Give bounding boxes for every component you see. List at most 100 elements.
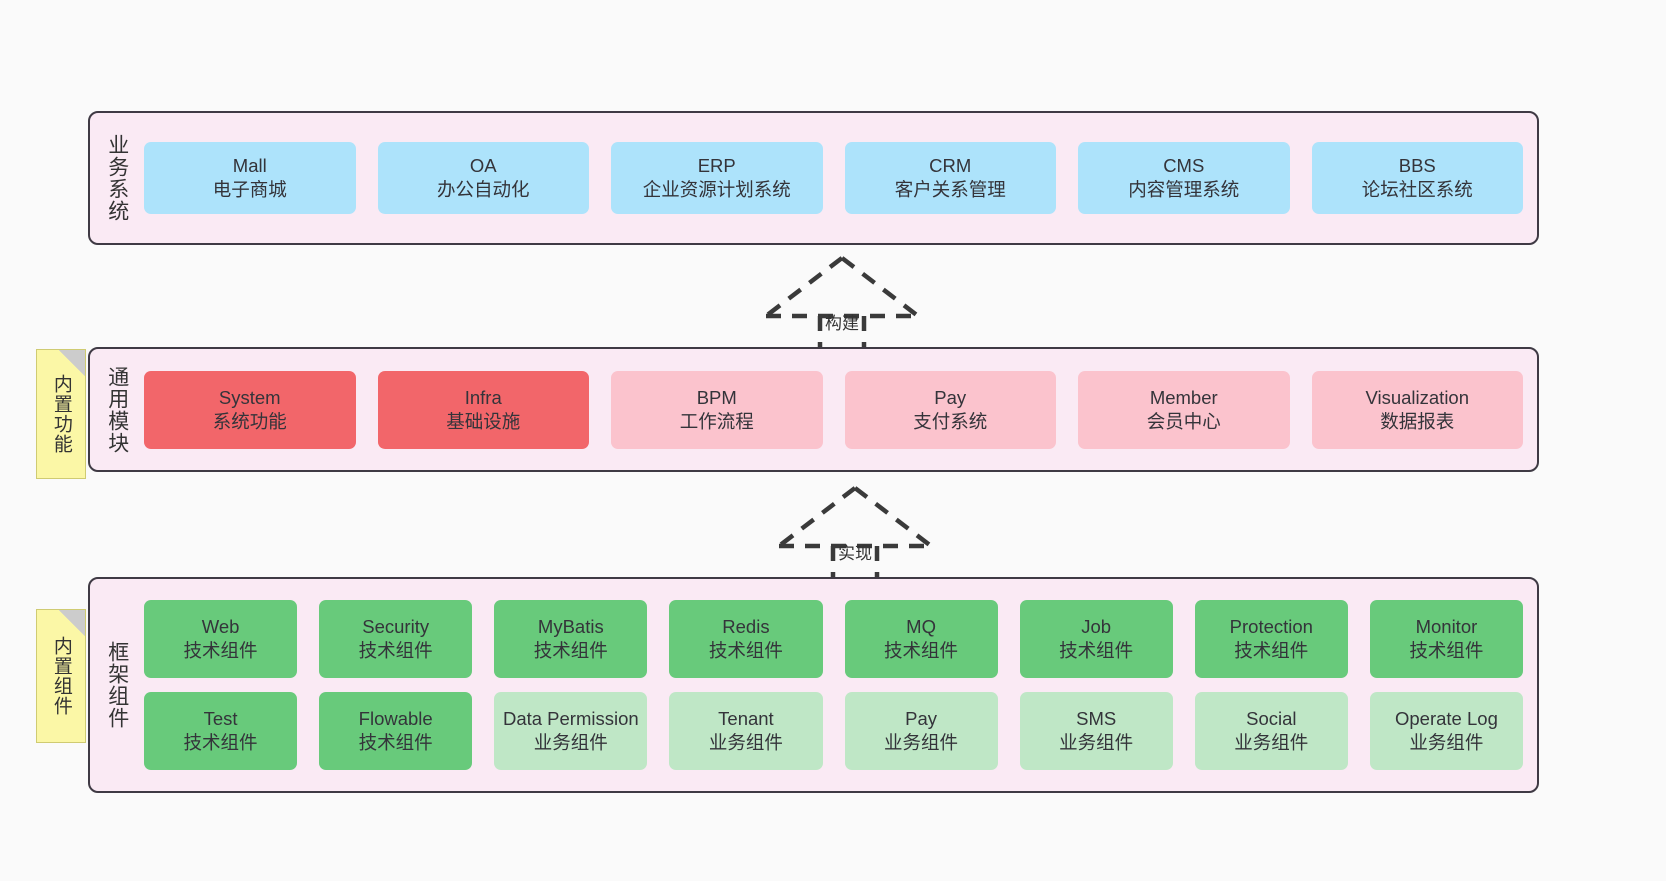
tile-subtitle: 会员中心: [1146, 410, 1221, 432]
tile-test[interactable]: Test 技术组件: [144, 692, 298, 770]
tile-mq[interactable]: MQ 技术组件: [844, 600, 998, 678]
layer-modules-tiles: System 系统功能 Infra 基础设施 BPM 工作流程 Pay 支付系统…: [144, 349, 1537, 470]
tile-name: Tenant: [718, 708, 774, 730]
tile-subtitle: 业务组件: [1059, 732, 1134, 753]
layer-business-systems: 业务系统 Mall 电子商城 OA 办公自动化 ERP 企业资源计划系统 CRM…: [88, 111, 1539, 245]
tile-oa[interactable]: OA 办公自动化: [377, 142, 589, 214]
tile-bbs[interactable]: BBS 论坛社区系统: [1311, 142, 1523, 214]
tile-name: Pay: [905, 708, 937, 730]
tile-name: Security: [362, 616, 430, 638]
tile-subtitle: 电子商城: [212, 179, 287, 200]
tile-subtitle: 业务组件: [884, 732, 959, 753]
arrow-build: 构建: [747, 254, 937, 350]
tile-name: Pay: [934, 386, 967, 408]
tile-cms[interactable]: CMS 内容管理系统: [1078, 142, 1290, 214]
tile-mybatis[interactable]: MyBatis 技术组件: [494, 600, 648, 678]
tile-name: Social: [1246, 708, 1297, 730]
tile-subtitle: 支付系统: [913, 410, 988, 432]
tile-web[interactable]: Web 技术组件: [144, 600, 298, 678]
tile-subtitle: 内容管理系统: [1128, 179, 1240, 200]
tile-subtitle: 客户关系管理: [894, 179, 1006, 200]
tile-monitor[interactable]: Monitor 技术组件: [1369, 600, 1523, 678]
tile-protection[interactable]: Protection 技术组件: [1194, 600, 1348, 678]
tile-operate-log[interactable]: Operate Log 业务组件: [1369, 692, 1523, 770]
tile-subtitle: 技术组件: [183, 640, 258, 661]
tile-name: Flowable: [358, 708, 433, 730]
tile-name: MQ: [906, 616, 936, 638]
tile-name: Visualization: [1365, 386, 1470, 408]
tile-subtitle: 论坛社区系统: [1361, 179, 1473, 200]
tile-infra[interactable]: Infra 基础设施: [377, 370, 589, 449]
tile-sms[interactable]: SMS 业务组件: [1019, 692, 1173, 770]
tile-name: Protection: [1229, 616, 1313, 638]
note-builtin-components: 内置组件: [36, 609, 86, 743]
arrow-implement: 实现: [760, 484, 950, 580]
layer-business-tiles: Mall 电子商城 OA 办公自动化 ERP 企业资源计划系统 CRM 客户关系…: [144, 113, 1537, 243]
tile-name: ERP: [697, 155, 736, 177]
tile-subtitle: 业务组件: [533, 732, 608, 753]
tile-subtitle: 工作流程: [679, 410, 754, 432]
layer-title-framework-components: 框架组件: [105, 641, 129, 729]
tile-name: BPM: [696, 386, 737, 408]
tile-name: Operate Log: [1395, 708, 1498, 730]
tile-pay-component[interactable]: Pay 业务组件: [844, 692, 998, 770]
tile-name: Infra: [464, 386, 502, 408]
tile-subtitle: 业务组件: [1234, 732, 1309, 753]
tile-subtitle: 技术组件: [183, 732, 258, 753]
tile-name: CMS: [1163, 155, 1205, 177]
tile-system[interactable]: System 系统功能: [144, 370, 356, 449]
arrow-implement-label: 实现: [838, 544, 872, 563]
note-label: 内置组件: [50, 636, 72, 716]
tile-erp[interactable]: ERP 企业资源计划系统: [611, 142, 823, 214]
tile-row: Mall 电子商城 OA 办公自动化 ERP 企业资源计划系统 CRM 客户关系…: [144, 142, 1523, 214]
tile-name: OA: [469, 155, 497, 177]
tile-name: Member: [1149, 386, 1218, 408]
tile-subtitle: 技术组件: [1234, 640, 1309, 661]
tile-row: Web 技术组件 Security 技术组件 MyBatis 技术组件 Redi…: [144, 600, 1523, 678]
tile-row: System 系统功能 Infra 基础设施 BPM 工作流程 Pay 支付系统…: [144, 370, 1523, 449]
tile-pay-module[interactable]: Pay 支付系统: [844, 370, 1056, 449]
tile-bpm[interactable]: BPM 工作流程: [611, 370, 823, 449]
tile-job[interactable]: Job 技术组件: [1019, 600, 1173, 678]
tile-subtitle: 办公自动化: [436, 179, 530, 200]
tile-security[interactable]: Security 技术组件: [319, 600, 473, 678]
tile-redis[interactable]: Redis 技术组件: [669, 600, 823, 678]
tile-subtitle: 技术组件: [358, 640, 433, 661]
tile-subtitle: 技术组件: [358, 732, 433, 753]
tile-name: System: [218, 386, 281, 408]
tile-name: Redis: [722, 616, 770, 638]
tile-name: Data Permission: [502, 708, 639, 730]
tile-name: SMS: [1076, 708, 1117, 730]
layer-framework-tiles: Web 技术组件 Security 技术组件 MyBatis 技术组件 Redi…: [144, 579, 1537, 791]
layer-common-modules: 通用模块 System 系统功能 Infra 基础设施 BPM 工作流程 Pay…: [88, 347, 1539, 472]
tile-name: BBS: [1398, 155, 1436, 177]
tile-subtitle: 技术组件: [1409, 640, 1484, 661]
tile-tenant[interactable]: Tenant 业务组件: [669, 692, 823, 770]
tile-data-permission[interactable]: Data Permission 业务组件: [494, 692, 648, 770]
tile-name: Mall: [232, 155, 267, 177]
tile-member[interactable]: Member 会员中心: [1078, 370, 1290, 449]
arrow-build-label: 构建: [825, 314, 859, 333]
layer-title-business-systems: 业务系统: [105, 134, 129, 222]
tile-name: Web: [201, 616, 240, 638]
tile-subtitle: 系统功能: [212, 410, 287, 432]
page-fold-icon: [59, 350, 85, 376]
tile-subtitle: 企业资源计划系统: [642, 179, 791, 200]
tile-subtitle: 数据报表: [1380, 410, 1455, 432]
note-label: 内置功能: [50, 374, 72, 454]
layer-framework-components: 框架组件 Web 技术组件 Security 技术组件 MyBatis 技术组件…: [88, 577, 1539, 793]
tile-subtitle: 技术组件: [1059, 640, 1134, 661]
tile-name: MyBatis: [537, 616, 604, 638]
tile-crm[interactable]: CRM 客户关系管理: [844, 142, 1056, 214]
tile-visualization[interactable]: Visualization 数据报表: [1311, 370, 1523, 449]
tile-mall[interactable]: Mall 电子商城: [144, 142, 356, 214]
tile-social[interactable]: Social 业务组件: [1194, 692, 1348, 770]
tile-subtitle: 技术组件: [708, 640, 783, 661]
tile-name: Test: [203, 708, 238, 730]
tile-flowable[interactable]: Flowable 技术组件: [319, 692, 473, 770]
tile-name: Job: [1081, 616, 1112, 638]
tile-subtitle: 技术组件: [533, 640, 608, 661]
tile-name: Monitor: [1415, 616, 1478, 638]
tile-subtitle: 基础设施: [446, 410, 521, 432]
